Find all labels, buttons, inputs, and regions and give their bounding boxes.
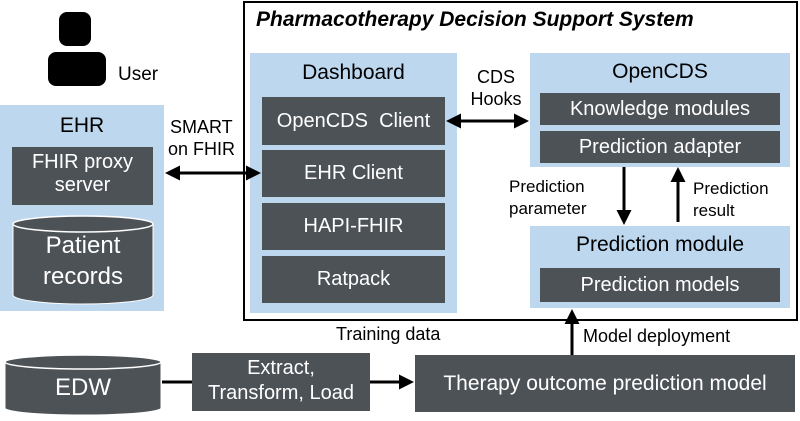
edw-db bbox=[4, 354, 162, 416]
etl-line1: Extract, bbox=[247, 357, 315, 379]
result-line1: Prediction bbox=[693, 179, 769, 198]
training-data-label: Training data bbox=[336, 324, 441, 344]
param-line2: parameter bbox=[509, 199, 587, 218]
pdss-title: Pharmacotherapy Decision Support System bbox=[256, 8, 694, 31]
opencds-client-box: OpenCDS Client bbox=[262, 97, 445, 145]
hapi-fhir-box: HAPI-FHIR bbox=[262, 203, 445, 250]
fhir-proxy-server-box: FHIR proxy server bbox=[12, 147, 153, 205]
edw-label: EDW bbox=[55, 374, 111, 401]
smart-line1: SMART bbox=[170, 117, 233, 137]
patient-records-db bbox=[12, 215, 154, 305]
prediction-models-box: Prediction models bbox=[540, 268, 780, 302]
cds-line1: CDS bbox=[476, 67, 515, 87]
user-label: User bbox=[118, 64, 159, 85]
ehr-title: EHR bbox=[59, 114, 105, 137]
patient-records-line1: Patient bbox=[45, 232, 121, 259]
fhir-proxy-line1: FHIR proxy bbox=[31, 151, 134, 173]
user-icon bbox=[44, 10, 116, 88]
prediction-parameter-label: Prediction parameter bbox=[509, 176, 586, 220]
param-line1: Prediction bbox=[509, 177, 585, 196]
pdss-frame bbox=[243, 1, 798, 321]
patient-records-label: Patient records bbox=[12, 230, 154, 292]
ehr-client-box: EHR Client bbox=[262, 150, 445, 197]
cds-hooks-label: CDS Hooks bbox=[468, 66, 524, 110]
fhir-proxy-line2: server bbox=[54, 174, 111, 196]
ratpack-box: Ratpack bbox=[262, 256, 445, 303]
smart-on-fhir-label: SMART on FHIR bbox=[168, 116, 235, 160]
etl-line2: Transform, Load bbox=[208, 382, 354, 404]
patient-records-line2: records bbox=[42, 263, 124, 290]
cds-line2: Hooks bbox=[470, 89, 522, 109]
knowledge-modules-box: Knowledge modules bbox=[540, 93, 780, 125]
prediction-module-title: Prediction module bbox=[575, 233, 745, 256]
model-deployment-label: Model deployment bbox=[583, 326, 731, 346]
etl-box: Extract, Transform, Load bbox=[192, 353, 370, 411]
opencds-title: OpenCDS bbox=[612, 60, 708, 83]
result-line2: result bbox=[693, 201, 735, 220]
smart-line2: on FHIR bbox=[168, 139, 236, 159]
dashboard-title: Dashboard bbox=[302, 61, 405, 84]
prediction-result-label: Prediction result bbox=[693, 178, 769, 222]
therapy-model-box: Therapy outcome prediction model bbox=[415, 355, 795, 412]
prediction-adapter-box: Prediction adapter bbox=[540, 131, 780, 163]
